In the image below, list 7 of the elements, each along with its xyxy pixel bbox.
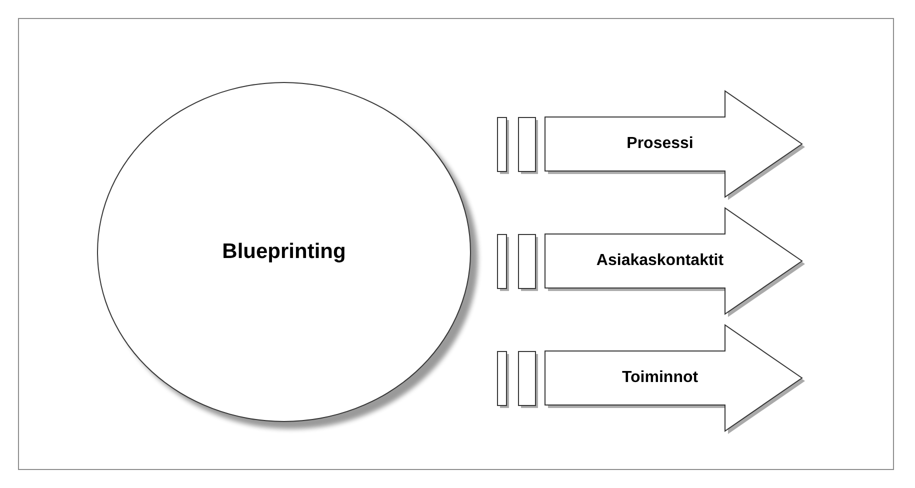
circle-label: Blueprinting (222, 240, 346, 264)
arrow-label: Asiakaskontaktit (596, 252, 724, 270)
pointed-banner (545, 325, 802, 431)
pointed-banner (545, 91, 802, 197)
arrow-label: Prosessi (626, 135, 694, 153)
pointed-banner (545, 208, 802, 314)
arrow-label: Toiminnot (622, 369, 698, 387)
